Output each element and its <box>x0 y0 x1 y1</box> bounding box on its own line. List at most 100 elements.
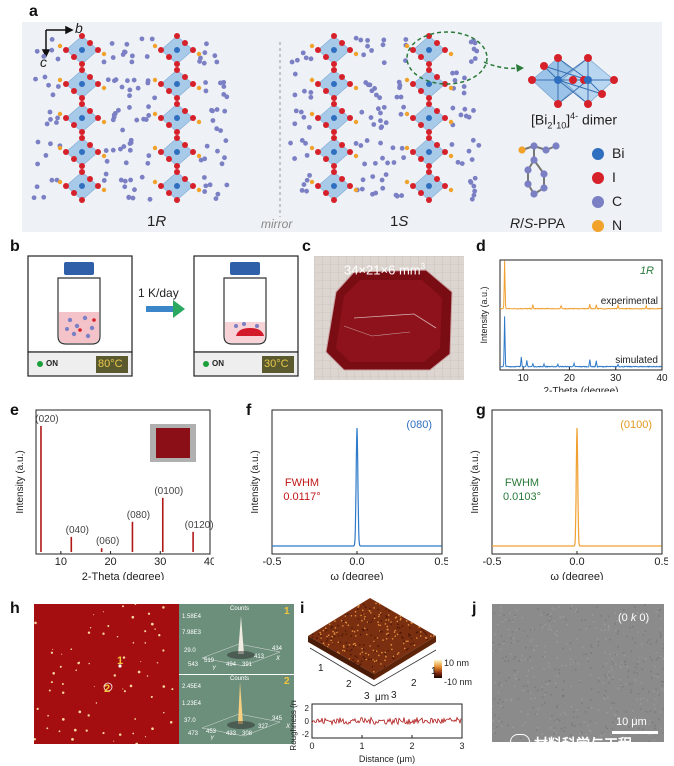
i-atom <box>71 190 77 196</box>
sem-texture <box>519 737 522 739</box>
i-atom <box>442 115 448 121</box>
sem-texture <box>655 688 657 690</box>
afm-texture <box>350 635 353 637</box>
n-atom <box>196 119 202 125</box>
afm-texture <box>326 638 329 640</box>
sem-texture <box>574 660 576 663</box>
n-atom <box>353 153 359 159</box>
sem-texture <box>514 615 516 618</box>
bi-atom <box>426 149 432 155</box>
afm-texture <box>393 631 396 633</box>
afm-texture <box>350 653 352 656</box>
afm-texture <box>430 635 432 637</box>
afm-texture <box>385 656 387 658</box>
sem-texture <box>624 618 626 620</box>
sem-texture <box>645 711 648 713</box>
afm-texture <box>357 618 360 620</box>
c-atom <box>377 95 383 101</box>
afm-tick-2b: 2 <box>411 678 417 689</box>
i-atom <box>63 115 69 121</box>
afm-texture <box>384 651 387 654</box>
sem-texture <box>611 728 613 730</box>
afm-texture <box>397 652 400 654</box>
i-atom <box>315 115 321 121</box>
c-atom <box>468 59 474 65</box>
i-atom <box>190 149 196 155</box>
afm-texture <box>400 631 402 634</box>
c-atom <box>34 184 40 190</box>
c-atom <box>201 60 207 66</box>
n-atom <box>101 85 107 91</box>
c-atom <box>455 159 461 165</box>
sem-texture <box>604 629 606 631</box>
sem-texture <box>608 681 610 684</box>
sem-texture <box>604 652 606 654</box>
laue-spot <box>78 661 81 663</box>
i-atom <box>442 47 448 53</box>
sem-texture <box>640 703 642 705</box>
afm-texture <box>373 607 375 609</box>
bi-atom <box>174 183 180 189</box>
n-atom <box>448 187 454 193</box>
i-atom <box>434 40 440 46</box>
sem-texture <box>637 657 639 659</box>
laue-spot <box>118 733 122 736</box>
c-atom <box>293 108 299 114</box>
sem-texture <box>642 697 645 699</box>
sem-texture <box>562 615 565 618</box>
sem-texture <box>606 711 608 714</box>
sem-texture <box>642 687 644 690</box>
afm-texture <box>344 630 347 632</box>
sem-texture <box>499 609 502 612</box>
c-atom <box>134 117 140 123</box>
c-atom <box>359 109 365 115</box>
i-atom <box>95 47 101 53</box>
sem-texture <box>520 659 522 661</box>
laue-spot <box>59 665 62 668</box>
sem-texture <box>660 727 662 729</box>
laue-spot <box>93 614 95 616</box>
c-atom <box>145 80 151 86</box>
afm-texture <box>357 606 359 608</box>
c-atom <box>381 60 387 66</box>
axis-b-label: b <box>75 20 83 36</box>
sem-texture <box>537 608 539 610</box>
sem-texture <box>522 724 524 726</box>
i-atom <box>95 149 101 155</box>
sem-texture <box>560 728 563 730</box>
inset1-v2: 7.98E3 <box>182 630 202 636</box>
sem-texture <box>522 630 525 632</box>
afm-texture <box>362 629 365 632</box>
afm-texture <box>324 627 327 629</box>
sem-texture <box>615 630 617 632</box>
sem-texture <box>654 727 656 730</box>
c-atom <box>378 110 383 116</box>
sem-texture <box>620 667 622 669</box>
sem-texture <box>613 652 615 654</box>
afm-texture <box>343 646 345 648</box>
c-atom <box>476 142 482 148</box>
sem-texture <box>611 661 613 663</box>
afm-tick-1a: 1 <box>318 663 324 674</box>
sem-texture <box>634 619 637 621</box>
sem-texture <box>500 606 502 609</box>
c-atom <box>373 160 378 166</box>
afm-texture <box>376 637 379 639</box>
sem-texture <box>510 699 513 702</box>
sem-texture <box>563 695 565 697</box>
laue-spot <box>70 648 73 651</box>
bi-atom <box>584 76 592 84</box>
sem-texture <box>544 651 546 654</box>
laue-spot <box>85 729 88 732</box>
sem-texture <box>554 633 556 635</box>
c-atom <box>144 54 150 59</box>
c-atom <box>55 115 60 121</box>
c-atom <box>454 70 459 76</box>
highlight-arrow <box>483 61 521 70</box>
sem-texture <box>527 669 530 672</box>
i-atom <box>442 81 448 87</box>
sem-texture <box>508 677 510 679</box>
sem-texture <box>662 708 664 710</box>
sem-texture <box>608 677 610 680</box>
